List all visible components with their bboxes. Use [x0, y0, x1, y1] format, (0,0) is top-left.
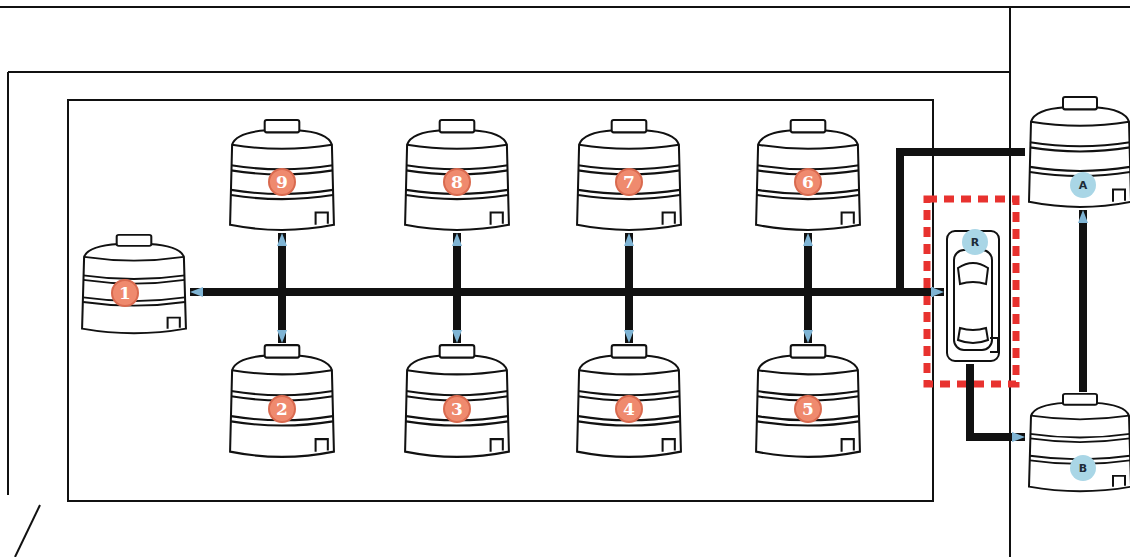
tank-label: R [962, 229, 988, 255]
tank-label: 8 [443, 168, 471, 196]
water-pipe [808, 233, 944, 292]
water-pipe [900, 152, 1025, 292]
water-pipe [970, 364, 1025, 437]
vehicle-node: R [944, 228, 1002, 364]
tank-node: 5 [752, 343, 864, 460]
site-outline [0, 7, 1130, 557]
water-pipe [457, 292, 944, 343]
tank-label: A [1070, 172, 1096, 198]
tank-node: 6 [752, 118, 864, 233]
tank-label: 5 [794, 395, 822, 423]
tank-node: 2 [226, 343, 338, 460]
water-pipe [282, 292, 944, 343]
tank-label: 3 [443, 395, 471, 423]
water-pipe [1079, 210, 1087, 392]
tank-label: 4 [615, 395, 643, 423]
tank-node: 1 [78, 233, 190, 336]
tank-node: 8 [401, 118, 513, 233]
water-pipe [629, 292, 944, 343]
water-pipe [808, 292, 944, 343]
tank-node: 7 [573, 118, 685, 233]
tank-node: 4 [573, 343, 685, 460]
tank-node: 9 [226, 118, 338, 233]
tank-node: B [1025, 392, 1130, 494]
tank-label: 2 [268, 395, 296, 423]
tank-label: 1 [111, 279, 139, 307]
tank-label: 6 [794, 168, 822, 196]
water-pipe [629, 233, 944, 292]
tank-label: 9 [268, 168, 296, 196]
tank-node: 3 [401, 343, 513, 460]
water-pipe [282, 233, 944, 292]
tank-node: A [1025, 95, 1130, 210]
tank-label: 7 [615, 168, 643, 196]
water-pipe [457, 233, 944, 292]
tank-label: B [1070, 455, 1096, 481]
